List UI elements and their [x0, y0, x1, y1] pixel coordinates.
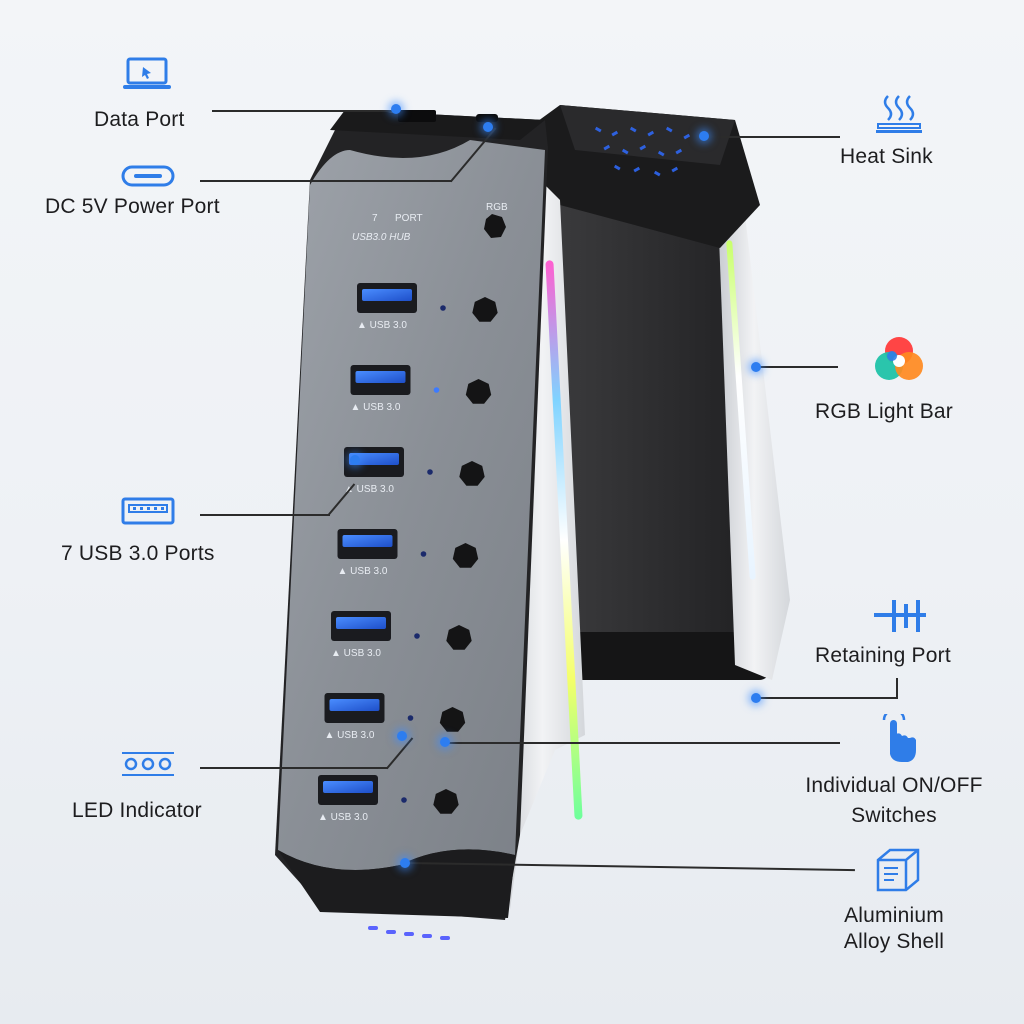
port-switch-button[interactable]: [439, 707, 466, 732]
usb-port-label: ▲ USB 3.0: [318, 812, 368, 823]
point-usb-ports: [350, 455, 360, 465]
point-dc-power: [483, 122, 493, 132]
led-indicator: [440, 305, 446, 311]
usb-port-label: ▲ USB 3.0: [344, 484, 394, 495]
led-indicator: [414, 633, 420, 639]
shell-label-line2: Alloy Shell: [843, 930, 945, 953]
usb-port-label: ▲ USB 3.0: [357, 320, 407, 331]
usb-port-tongue: [349, 453, 399, 465]
usb-port-tongue: [336, 617, 386, 629]
led-indicator: [427, 469, 433, 475]
point-data-port: [391, 104, 401, 114]
hub-model: USB3.0 HUB: [352, 232, 411, 243]
leader-switches: [448, 742, 840, 744]
port-count: 7: [372, 213, 378, 224]
leader-usb-ports: [200, 514, 330, 516]
heat-icon: [876, 95, 922, 133]
usb-port-row: ▲ USB 3.0: [357, 283, 498, 331]
port-switch-button[interactable]: [459, 461, 485, 486]
usb-port-tongue: [362, 289, 412, 301]
leader-led: [200, 767, 388, 769]
port-switch-button[interactable]: [452, 543, 479, 568]
usb-port-label: ▲ USB 3.0: [338, 566, 388, 577]
retaining-icon: [874, 600, 926, 632]
retaining-port-label: Retaining Port: [815, 644, 951, 667]
port-switch-button[interactable]: [446, 625, 472, 650]
color-wheel-icon: [875, 337, 923, 380]
usb-port-tongue: [342, 535, 393, 547]
led-indicator: [433, 387, 440, 393]
point-retaining: [751, 693, 761, 703]
port-word: PORT: [395, 213, 423, 224]
leader-dc-power: [200, 180, 452, 182]
usb-a-icon: [121, 497, 175, 525]
led-indicator: [401, 797, 407, 803]
usb-port-row: ▲ USB 3.0: [331, 611, 472, 659]
heat-sink-label: Heat Sink: [840, 145, 933, 168]
rgb-button-label: RGB: [486, 202, 508, 213]
usb-port-tongue: [329, 699, 380, 711]
port-switch-button[interactable]: [472, 297, 498, 322]
dc-power-label: DC 5V Power Port: [45, 195, 220, 218]
switches-label-line2: Switches: [851, 804, 937, 827]
point-rgb-bar: [751, 362, 761, 372]
usb-port-tongue: [355, 371, 406, 383]
usb-port-label: ▲ USB 3.0: [325, 730, 375, 741]
usb-port-row: ▲ USB 3.0: [324, 693, 466, 741]
usb-ports-label: 7 USB 3.0 Ports: [61, 542, 215, 565]
point-led: [397, 731, 407, 741]
usb-port-row: ▲ USB 3.0: [318, 775, 459, 823]
leader-heat-sink: [706, 136, 840, 138]
port-switch-button[interactable]: [433, 789, 459, 814]
leader-data-port: [212, 110, 398, 112]
led-indicator: [407, 715, 414, 721]
usb-port-label: ▲ USB 3.0: [331, 648, 381, 659]
leader-retaining-vert: [896, 678, 898, 699]
leader-retaining: [756, 697, 898, 699]
data-port-label: Data Port: [94, 108, 185, 131]
point-shell: [400, 858, 410, 868]
rgb-bar-label: RGB Light Bar: [815, 400, 953, 423]
usb-port-tongue: [323, 781, 373, 793]
usb-c-icon: [121, 165, 175, 187]
port-switch-button[interactable]: [465, 379, 492, 404]
led-indicator: [420, 551, 427, 557]
laptop-icon: [123, 57, 171, 89]
rgb-button[interactable]: [484, 214, 506, 238]
usb-port-row: ▲ USB 3.0: [337, 529, 479, 577]
switches-label-line1: Individual ON/OFF: [805, 774, 983, 797]
usb-port-row: ▲ USB 3.0: [344, 447, 485, 495]
cube-icon: [876, 848, 920, 892]
point-heat-sink: [699, 131, 709, 141]
led-indicator-label: LED Indicator: [72, 799, 202, 822]
touch-icon: [882, 714, 916, 762]
usb-port-row: ▲ USB 3.0: [350, 365, 492, 413]
led-icon: [122, 752, 174, 776]
point-switches: [440, 737, 450, 747]
usb-port-label: ▲ USB 3.0: [351, 402, 401, 413]
shell-label-line1: Aluminium: [844, 904, 944, 927]
leader-rgb-bar: [758, 366, 838, 368]
